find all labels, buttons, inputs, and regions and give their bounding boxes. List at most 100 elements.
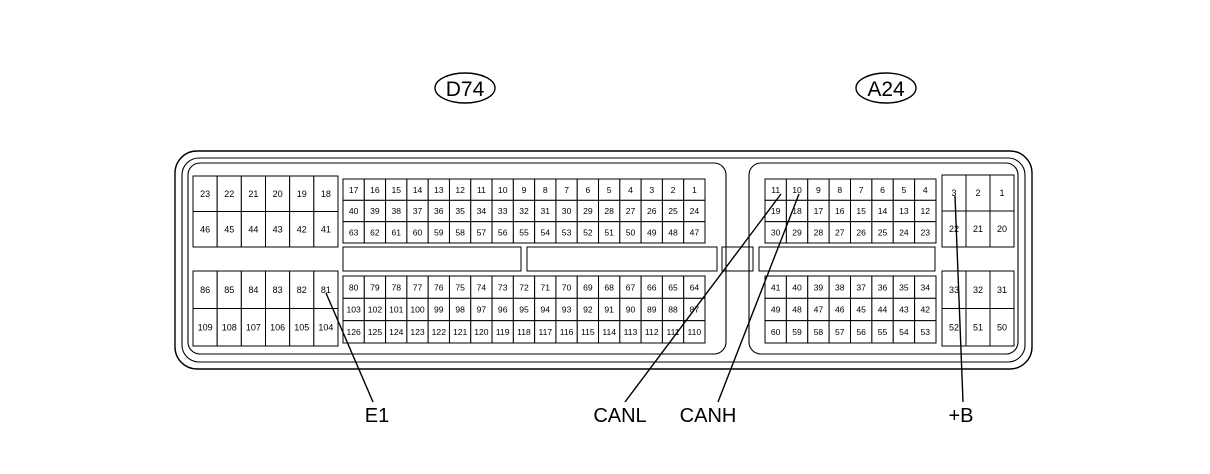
pin-number: 34	[921, 282, 931, 292]
pin-number: 13	[899, 206, 909, 216]
pin-number: 20	[273, 189, 283, 199]
pin-number: 59	[434, 227, 444, 237]
pin-number: 112	[645, 327, 659, 337]
pin-36: 36	[427, 199, 450, 223]
pin-number: 22	[224, 189, 234, 199]
pin-number: 39	[370, 206, 380, 216]
pin-62: 62	[363, 221, 387, 244]
pin-38: 38	[385, 199, 408, 223]
pin-52: 52	[941, 308, 967, 347]
pin-number: 44	[878, 305, 888, 315]
pin-49: 49	[640, 221, 663, 244]
pin-number: 84	[248, 285, 258, 295]
pin-30: 30	[555, 199, 578, 223]
pin-number: 102	[368, 305, 383, 315]
pin-number: 31	[541, 206, 551, 216]
pin-60: 60	[406, 221, 429, 244]
pin-number: 100	[410, 305, 425, 315]
pin-number: 13	[434, 185, 444, 195]
pin-number: 29	[583, 206, 593, 216]
pin-2: 2	[965, 174, 991, 212]
pin-16: 16	[828, 199, 851, 223]
pin-number: 119	[496, 327, 510, 337]
pin-4: 4	[914, 178, 937, 201]
pin-number: 40	[792, 282, 802, 292]
pin-105: 105	[289, 308, 315, 347]
pin-number: 122	[432, 327, 447, 337]
callout-lines	[325, 193, 964, 403]
pin-57: 57	[828, 320, 851, 344]
pin-81: 81	[313, 270, 339, 309]
pin-number: 11	[771, 185, 780, 195]
pin-20: 20	[265, 175, 291, 212]
pin-119: 119	[491, 320, 514, 344]
pin-92: 92	[576, 297, 600, 322]
pin-14: 14	[871, 199, 894, 223]
pin-17: 17	[807, 199, 830, 223]
pin-43: 43	[892, 297, 916, 322]
pin-79: 79	[363, 275, 387, 299]
pin-33: 33	[491, 199, 514, 223]
pin-number: 57	[835, 327, 845, 337]
pin-number: 63	[349, 227, 359, 237]
pin-26: 26	[850, 221, 873, 244]
pin-21: 21	[965, 210, 991, 248]
pin-6: 6	[576, 178, 600, 201]
pin-27: 27	[619, 199, 642, 223]
connector-id-a24: A24	[867, 78, 905, 101]
pin-number: 24	[690, 206, 700, 216]
pin-35: 35	[448, 199, 472, 223]
pin-number: 12	[921, 206, 931, 216]
pin-number: 125	[368, 327, 383, 337]
pin-number: 85	[224, 285, 234, 295]
pin-number: 26	[856, 227, 866, 237]
pin-number: 60	[771, 327, 781, 337]
pin-number: 51	[604, 227, 614, 237]
pin-110: 110	[683, 320, 706, 344]
pin-67: 67	[619, 275, 642, 299]
pin-85: 85	[216, 270, 242, 309]
pin-54: 54	[534, 221, 557, 244]
pin-37: 37	[850, 275, 873, 299]
pin-number: 115	[581, 327, 595, 337]
pin-8: 8	[828, 178, 851, 201]
pin-number: 92	[583, 305, 593, 315]
pin-100: 100	[406, 297, 429, 322]
pin-28: 28	[598, 199, 621, 223]
pin-number: 18	[792, 206, 802, 216]
pin-49: 49	[764, 297, 787, 322]
pin-number: 6	[880, 185, 885, 195]
pin-number: 2	[975, 188, 980, 198]
pin-number: 7	[564, 185, 569, 195]
pin-number: 19	[771, 206, 781, 216]
pin-number: 28	[814, 227, 824, 237]
pin-116: 116	[555, 320, 578, 344]
pin-number: 43	[273, 224, 283, 234]
pin-number: 86	[200, 285, 210, 295]
pin-17: 17	[342, 178, 365, 201]
pin-55: 55	[871, 320, 894, 344]
pin-number: 12	[455, 185, 465, 195]
pin-number: 68	[604, 282, 614, 292]
pin-number: 30	[562, 206, 572, 216]
pin-number: 41	[771, 282, 781, 292]
pin-109: 109	[192, 308, 218, 347]
pin-number: 1	[999, 188, 1004, 198]
pin-number: 4	[628, 185, 633, 195]
pin-number: 74	[477, 282, 487, 292]
pin-27: 27	[828, 221, 851, 244]
pin-number: 42	[297, 224, 307, 234]
pin-22: 22	[216, 175, 242, 212]
pin-103: 103	[342, 297, 365, 322]
pin-77: 77	[406, 275, 429, 299]
pin-number: 15	[391, 185, 401, 195]
pin-25: 25	[661, 199, 685, 223]
pin-number: 46	[835, 305, 845, 315]
callout-canh: CANH	[680, 405, 737, 427]
pin-number: 38	[391, 206, 401, 216]
pin-number: 64	[690, 282, 700, 292]
pin-number: 9	[522, 185, 527, 195]
pin-24: 24	[892, 221, 916, 244]
pin-number: 48	[668, 227, 678, 237]
